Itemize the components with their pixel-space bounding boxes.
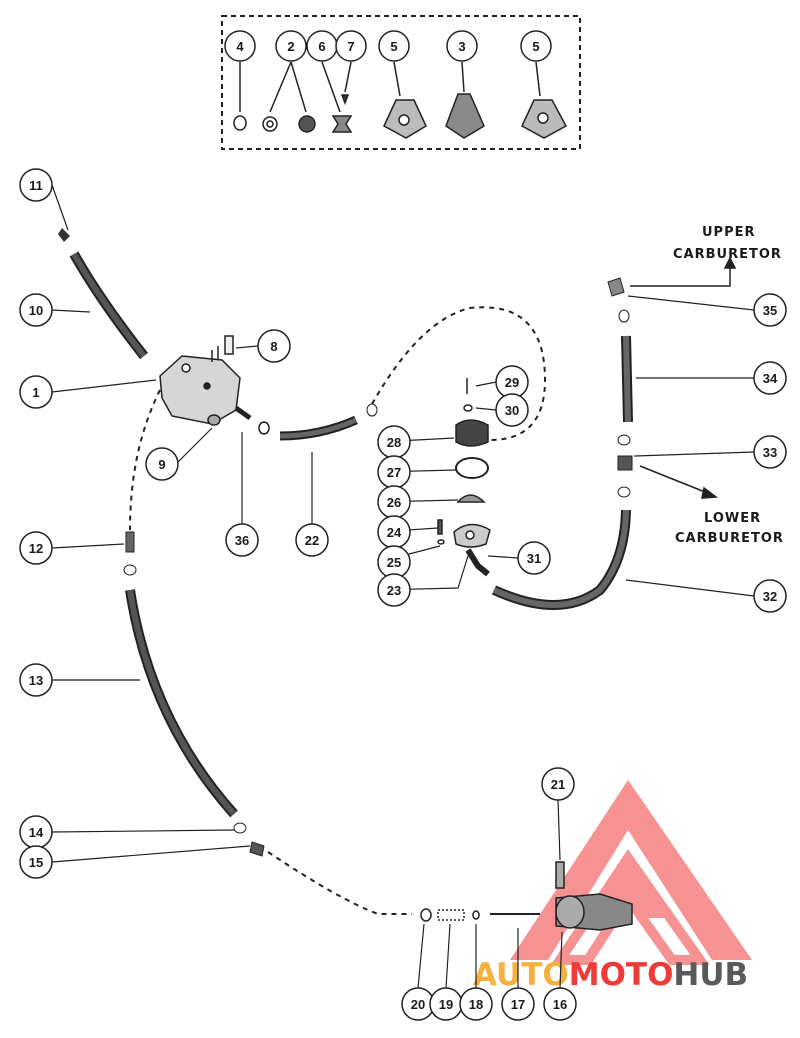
svg-text:23: 23 (387, 583, 401, 598)
hose-13 (123, 531, 265, 857)
callout-32: 32 (753, 579, 787, 613)
callout-6: 6 (306, 30, 338, 62)
callout-21: 21 (541, 767, 575, 801)
callout-10: 10 (19, 293, 53, 327)
callout-4: 4 (224, 30, 256, 62)
svg-text:28: 28 (387, 435, 401, 450)
callout-20: 20 (401, 987, 435, 1021)
lower-carburetor-label-line2: CARBURETOR (675, 531, 784, 546)
callout-14: 14 (19, 815, 53, 849)
svg-text:2: 2 (287, 39, 294, 54)
callout-5a: 5 (378, 30, 410, 62)
callout-22: 22 (295, 523, 329, 557)
svg-text:31: 31 (527, 551, 541, 566)
callout-27: 27 (377, 455, 411, 489)
fuel-pump-body (159, 335, 270, 435)
callout-29: 29 (495, 365, 529, 399)
svg-text:9: 9 (158, 457, 165, 472)
callout-1: 1 (19, 375, 53, 409)
svg-text:22: 22 (305, 533, 319, 548)
callout-30: 30 (495, 393, 529, 427)
svg-text:18: 18 (469, 997, 483, 1012)
callout-25: 25 (377, 545, 411, 579)
hose-32 (491, 509, 631, 610)
svg-text:20: 20 (411, 997, 425, 1012)
svg-text:36: 36 (235, 533, 249, 548)
svg-text:5: 5 (390, 39, 397, 54)
callout-12: 12 (19, 531, 53, 565)
callout-13: 13 (19, 663, 53, 697)
svg-text:24: 24 (387, 525, 402, 540)
fuel-connector-assembly (420, 861, 633, 931)
connection-dashed-22-28 (371, 306, 547, 441)
upper-carburetor-label-line1: UPPER (702, 225, 756, 240)
svg-text:1: 1 (32, 385, 39, 400)
callout-31: 31 (517, 541, 551, 575)
svg-text:35: 35 (763, 303, 777, 318)
svg-text:10: 10 (29, 303, 43, 318)
svg-text:15: 15 (29, 855, 43, 870)
callout-9: 9 (145, 447, 179, 481)
svg-text:16: 16 (553, 997, 567, 1012)
fuel-filter-assembly (437, 378, 491, 577)
callout-8: 8 (257, 329, 291, 363)
svg-text:14: 14 (29, 825, 44, 840)
svg-text:25: 25 (387, 555, 401, 570)
svg-text:7: 7 (347, 39, 354, 54)
callout-34: 34 (753, 361, 787, 395)
svg-text:32: 32 (763, 589, 777, 604)
callout-15: 15 (19, 845, 53, 879)
svg-text:30: 30 (505, 403, 519, 418)
watermark-text: AUTOMOTOHUB (473, 957, 748, 993)
callout-23: 23 (377, 573, 411, 607)
callout-5b: 5 (520, 30, 552, 62)
svg-text:19: 19 (439, 997, 453, 1012)
callout-16: 16 (543, 987, 577, 1021)
callout-17: 17 (501, 987, 535, 1021)
repair-kit-box (221, 15, 581, 150)
lower-carburetor-label-line1: LOWER (704, 511, 761, 526)
svg-text:5: 5 (532, 39, 539, 54)
callout-19: 19 (429, 987, 463, 1021)
callout-3: 3 (446, 30, 478, 62)
svg-text:21: 21 (551, 777, 565, 792)
callouts: 4 2 6 7 5 3 5 11 10 1 8 9 36 22 12 13 14… (19, 30, 787, 1021)
svg-text:11: 11 (29, 178, 43, 193)
svg-text:29: 29 (505, 375, 519, 390)
callout-18: 18 (459, 987, 493, 1021)
svg-text:33: 33 (763, 445, 777, 460)
callout-36: 36 (225, 523, 259, 557)
hose-34 (607, 277, 633, 498)
hose-22 (279, 403, 378, 441)
svg-text:13: 13 (29, 673, 43, 688)
svg-text:6: 6 (318, 39, 325, 54)
callout-28: 28 (377, 425, 411, 459)
callout-7: 7 (335, 30, 367, 62)
callout-11: 11 (19, 168, 53, 202)
svg-text:12: 12 (29, 541, 43, 556)
svg-text:27: 27 (387, 465, 401, 480)
kit-parts (233, 61, 568, 139)
hose-10 (58, 228, 148, 360)
connection-dashed-15-20 (267, 851, 412, 915)
callout-24: 24 (377, 515, 411, 549)
callout-35: 35 (753, 293, 787, 327)
svg-text:4: 4 (236, 39, 244, 54)
svg-text:8: 8 (270, 339, 277, 354)
upper-carburetor-label-line2: CARBURETOR (673, 247, 782, 262)
carburetor-arrows (630, 256, 737, 499)
callout-33: 33 (753, 435, 787, 469)
automotohub-logo (510, 780, 752, 965)
callout-26: 26 (377, 485, 411, 519)
svg-text:3: 3 (458, 39, 465, 54)
callout-2: 2 (275, 30, 307, 62)
svg-text:26: 26 (387, 495, 401, 510)
svg-text:17: 17 (511, 997, 525, 1012)
leader-lines (51, 184, 755, 989)
svg-text:34: 34 (763, 371, 778, 386)
